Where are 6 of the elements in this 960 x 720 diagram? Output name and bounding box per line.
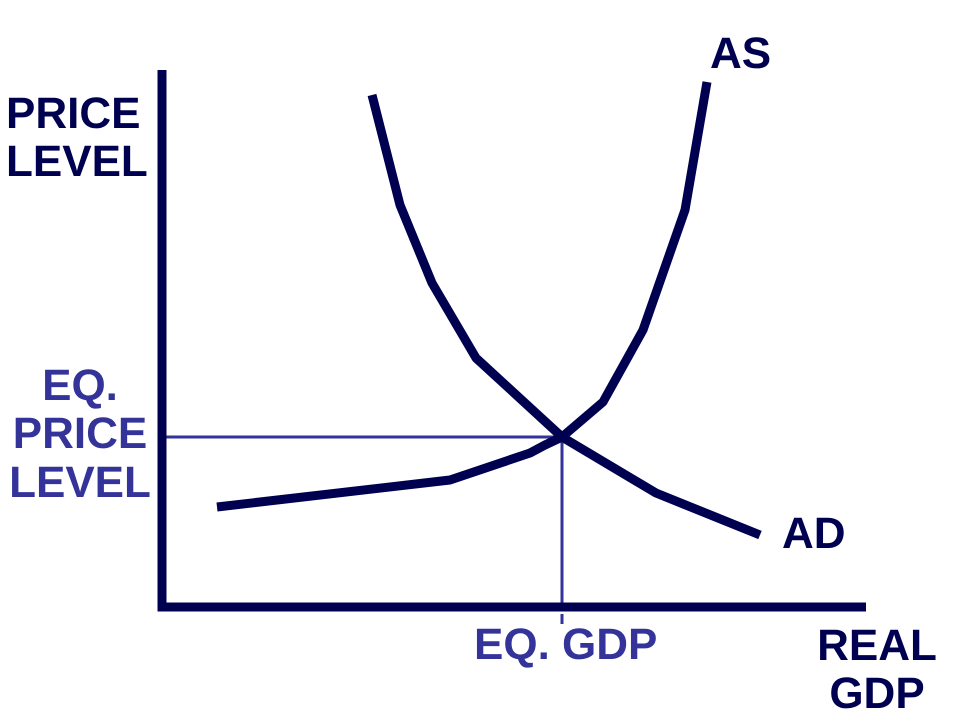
equilibrium-label: EQ. GDP xyxy=(474,621,658,670)
curve-label: AD xyxy=(782,510,846,558)
equilibrium-label: EQ. PRICE LEVEL xyxy=(8,362,152,508)
axis-label: PRICE LEVEL xyxy=(6,90,149,187)
curve-label: AS xyxy=(710,30,772,78)
axis-label: REAL GDP xyxy=(816,622,938,719)
